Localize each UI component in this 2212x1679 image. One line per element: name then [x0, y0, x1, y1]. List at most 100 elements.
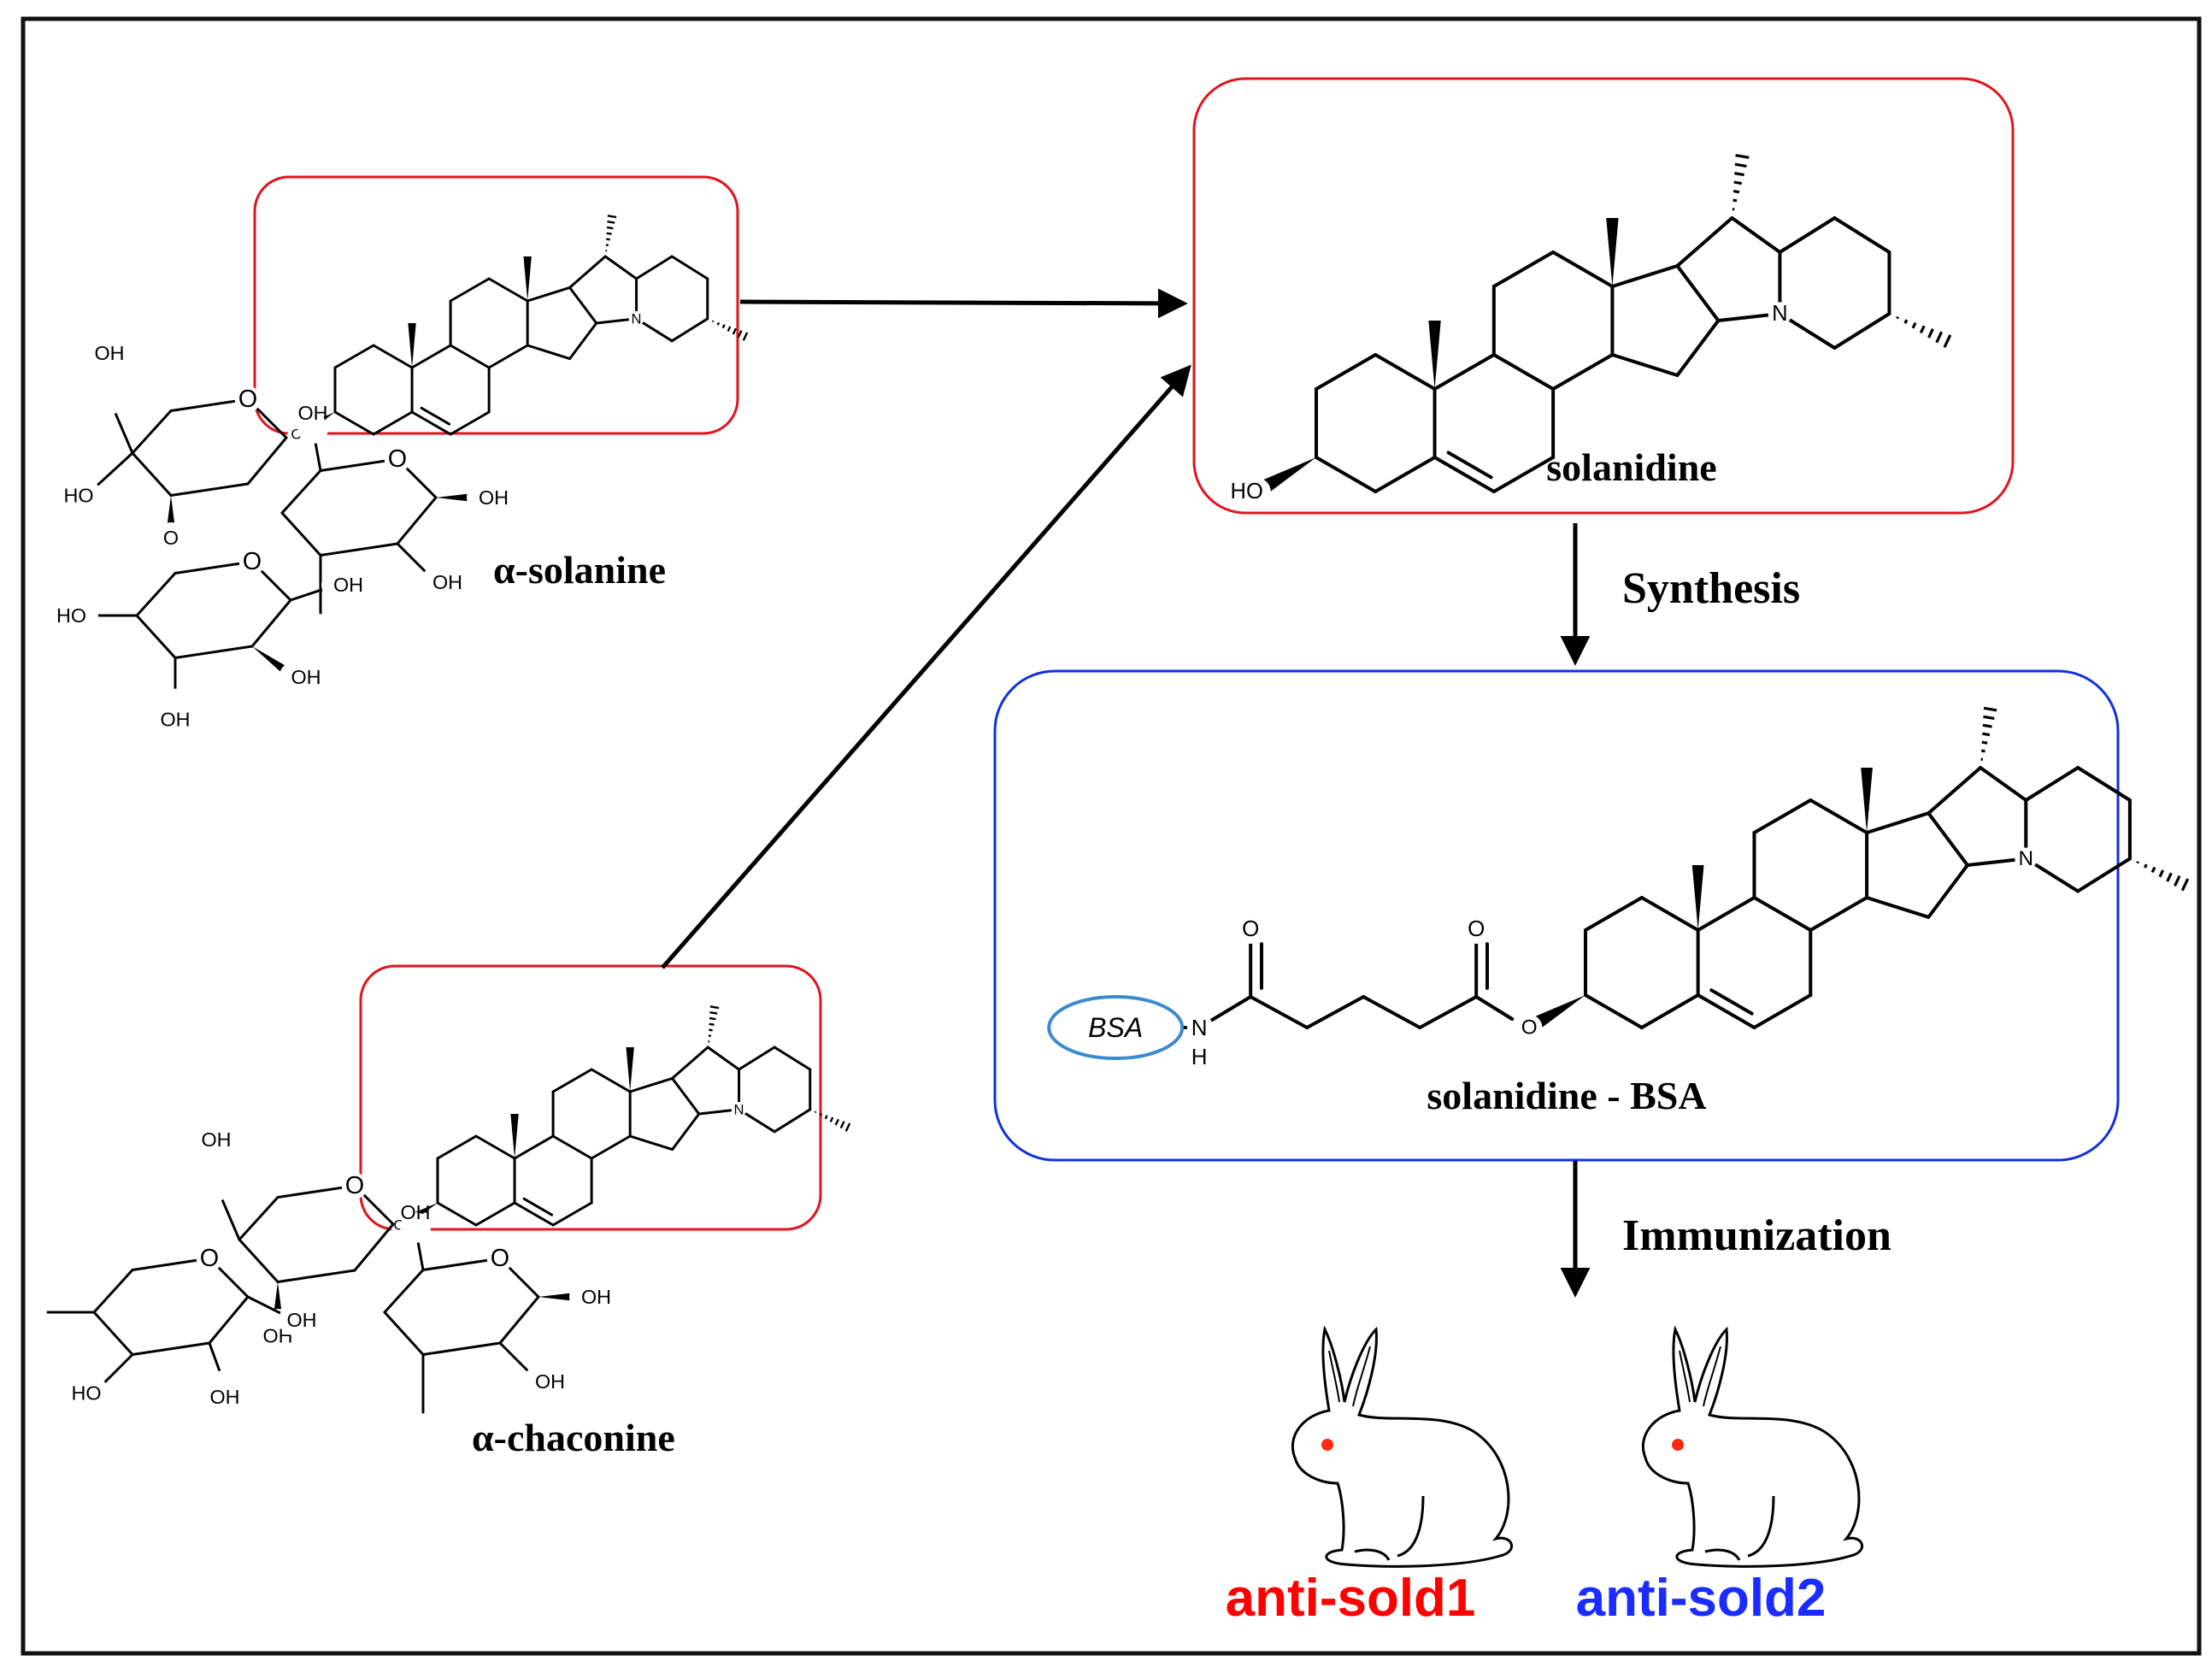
hash-bond-line [709, 1012, 717, 1013]
hash-bond-line [718, 322, 719, 325]
ring-a-bond [374, 412, 412, 434]
atom-label-background [201, 1170, 232, 1201]
ring-b-bond [1435, 355, 1494, 389]
arrow-solanine-to-solanidine [740, 302, 1183, 303]
arrow-chaconine-to-solanidine [662, 368, 1188, 968]
ring-c-bond [591, 1136, 630, 1158]
chaconine-steroid-skeleton: NO [391, 1006, 850, 1234]
hash-bond-line [841, 1122, 844, 1128]
hash-bond-line [2174, 876, 2180, 887]
hydroxyl-label: OH [535, 1370, 565, 1393]
hydroxyl-label: OH [333, 574, 363, 596]
hash-bond-line [744, 333, 747, 340]
rabbit-eye [1321, 1439, 1333, 1451]
sugar-oxygen-label: O [243, 548, 262, 575]
hash-bond-line [1905, 320, 1907, 323]
hydroxyl-label: OH [479, 486, 509, 509]
label-anti-sold1: anti-sold1 [1226, 1569, 1476, 1628]
ring-d-bond [673, 1078, 699, 1114]
hash-bond-line [709, 1024, 715, 1025]
sugar-oxygen-label: O [200, 1245, 219, 1272]
atom-label-background [94, 384, 125, 415]
solanine-aglycone-box [255, 177, 738, 433]
ring-f-bond [637, 256, 673, 279]
hash-bond-line [733, 328, 736, 334]
ring-d-bond [1612, 266, 1677, 286]
ring-f-bond [2078, 768, 2130, 800]
outer-frame [23, 19, 2199, 1653]
hash-bond-line [606, 239, 609, 240]
sugar-ring-bond [132, 1343, 209, 1355]
hydroxyl-label: OH [432, 571, 462, 593]
hash-bond-line [1983, 716, 1994, 718]
hash-bond-line [1944, 335, 1950, 347]
ring-f-bond [2026, 768, 2078, 800]
ring-b-bond [1754, 995, 1810, 1028]
hash-bond-line [709, 1018, 715, 1019]
ring-c-bond [1810, 898, 1867, 930]
hash-bond-line [1982, 733, 1990, 734]
hash-bond-line [831, 1117, 833, 1122]
hash-bond-line [1983, 725, 1992, 727]
ring-a-bond [1642, 995, 1698, 1028]
hash-bond-line [1937, 332, 1942, 342]
hash-bond-line [2160, 870, 2163, 877]
sugar-ring-bond [385, 1312, 423, 1355]
hash-bond-line [1733, 191, 1739, 192]
hydroxyl-label: OH [297, 402, 327, 424]
sugar-oxygen-label: O [345, 1172, 364, 1199]
ring-c-bond [553, 1069, 591, 1092]
ring-d-bond [630, 1078, 672, 1092]
label-alpha-chaconine: α-chaconine [472, 1416, 675, 1459]
ring-c-bond [450, 279, 489, 301]
sugar-ring-bond [171, 484, 248, 496]
ring-c-bond [591, 1069, 630, 1092]
hash-bond-line [2144, 864, 2146, 868]
ring-a-bond [476, 1136, 515, 1158]
ring-a-bond [476, 1203, 515, 1225]
ring-f-bond [672, 256, 708, 279]
ring-e-bond [673, 1047, 709, 1078]
sugar-ring-bond [137, 574, 175, 616]
double-bond-line [421, 408, 449, 424]
hydroxyl-label: HO [56, 604, 86, 627]
hydroxyl-label: O [163, 527, 179, 549]
ring-e-bond [1980, 768, 2026, 800]
hash-bond-line [1734, 174, 1744, 175]
hash-bond-line [608, 215, 616, 217]
ring-e-bond [605, 256, 636, 279]
sugar-ring-bond [278, 1270, 355, 1282]
label-solanidine-bsa: solanidine - BSA [1427, 1074, 1706, 1117]
sugar-ring-bond [282, 513, 321, 556]
hydroxyl-label: HO [63, 485, 93, 507]
ring-f-bond [739, 1047, 775, 1069]
sugar-ring-bond [397, 498, 436, 544]
carbonyl-oxygen-label: O [1242, 916, 1259, 941]
ring-c-bond [1810, 800, 1867, 833]
ring-d-bond [1677, 321, 1718, 375]
ring-d-bond [527, 345, 569, 359]
sugar-ring-bond [282, 471, 321, 514]
ring-f-bond [774, 1047, 810, 1069]
hash-bond-line [710, 1006, 719, 1008]
hash-bond-line [723, 325, 725, 328]
ring-a-bond [1642, 898, 1698, 930]
sugar-ring-bond [94, 1270, 132, 1313]
ring-c-bond [489, 345, 527, 368]
ring-d-bond [570, 287, 597, 323]
sugar-ring-bond [94, 1312, 132, 1355]
label-anti-sold2: anti-sold2 [1576, 1569, 1827, 1628]
amide-nitrogen-label: N [1191, 1015, 1208, 1040]
ring-a-bond [374, 345, 412, 368]
double-bond-line [524, 1199, 551, 1215]
hydroxyl-label: HO [71, 1382, 101, 1405]
sugar-ring-bond [248, 438, 286, 484]
oxygen-label: O [1521, 1016, 1538, 1040]
hash-bond-line [1913, 323, 1915, 328]
hash-bond-line [1734, 182, 1742, 184]
ring-d-bond [1677, 266, 1718, 321]
ring-d-bond [1928, 865, 1968, 917]
sugar-ring-bond [500, 1297, 538, 1343]
